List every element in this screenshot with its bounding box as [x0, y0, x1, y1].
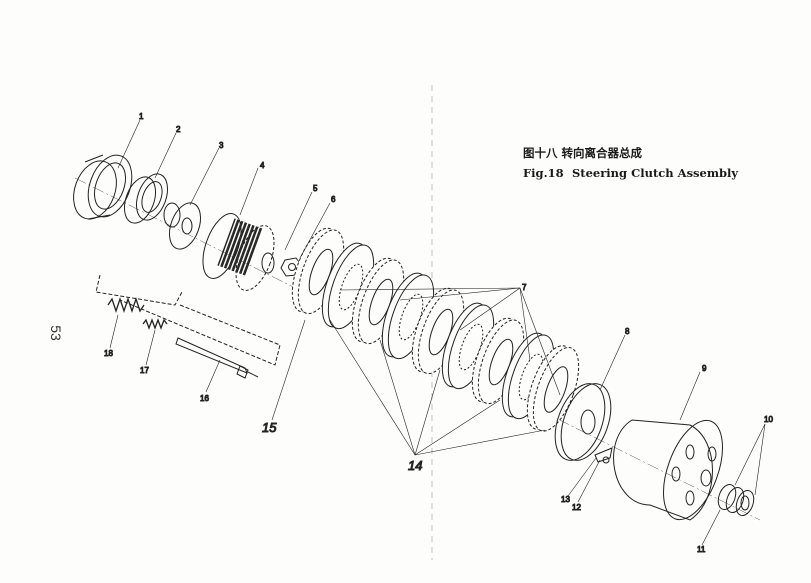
- label-part-10: 10: [764, 415, 773, 424]
- figure-number: Fig.18: [523, 166, 564, 180]
- label-part-4: 4: [260, 161, 265, 170]
- part-4-inner-drum: [202, 213, 275, 291]
- steel-plate: [526, 345, 580, 432]
- part-9-outer-drum: [613, 419, 723, 521]
- part-8-pressure-plate: [554, 383, 612, 461]
- label-part-14: 14: [408, 458, 422, 473]
- label-part-9: 9: [702, 364, 707, 373]
- label-part-11: 11: [697, 545, 706, 554]
- leader-lines: [109, 119, 766, 546]
- label-part-18: 18: [104, 349, 113, 358]
- part-3-flange-hub: [163, 202, 202, 250]
- steel-plate: [351, 257, 405, 345]
- friction-disc: [321, 242, 375, 330]
- label-part-2: 2: [176, 125, 181, 134]
- figure-title-chinese: 图十八 转向离合器总成: [523, 146, 643, 160]
- label-part-7: 7: [522, 283, 527, 292]
- label-part-5: 5: [313, 184, 318, 193]
- label-part-3: 3: [219, 141, 224, 150]
- part-10-bearing-set: [717, 483, 755, 517]
- label-part-12: 12: [572, 503, 581, 512]
- label-part-13: 13: [561, 495, 570, 504]
- label-part-1: 1: [139, 112, 144, 121]
- label-part-16: 16: [200, 394, 209, 403]
- label-part-15: 15: [262, 420, 277, 435]
- part-12-13-lock-washer: [594, 447, 613, 464]
- part-2-bearing: [123, 173, 169, 224]
- label-part-6: 6: [331, 195, 336, 204]
- figure-title-english: Steering Clutch Assembly: [572, 166, 739, 180]
- label-part-17: 17: [140, 366, 149, 375]
- clutch-plates: [291, 227, 580, 432]
- label-part-8: 8: [625, 327, 630, 336]
- part-16-18-spring-bolt: [95, 274, 281, 379]
- part-1-bearing-housing: [73, 154, 133, 220]
